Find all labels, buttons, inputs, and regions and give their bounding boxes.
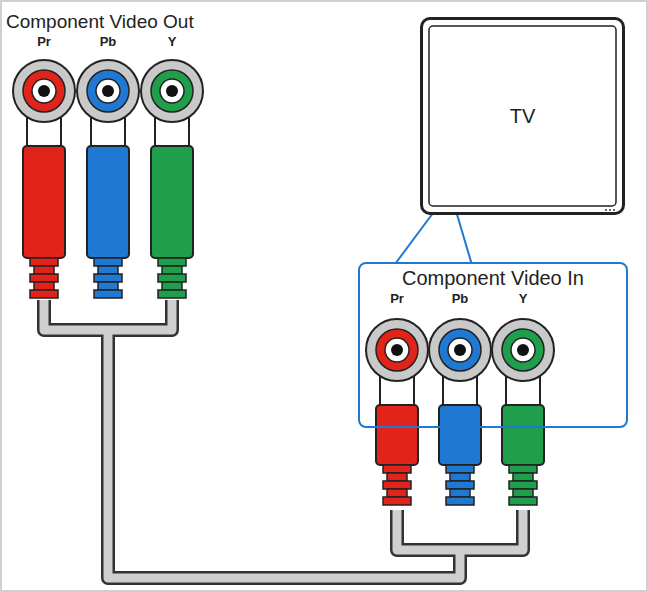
tv-indicator xyxy=(613,209,615,211)
rca-jack xyxy=(13,60,75,122)
cable-outline xyxy=(397,510,523,550)
node-label: Component Video In xyxy=(402,267,584,290)
tv-screen xyxy=(429,26,616,206)
signal-name: Pr xyxy=(37,35,51,49)
rca-jack xyxy=(492,319,554,381)
signal-name: Pb xyxy=(452,292,469,306)
rca-plug xyxy=(439,377,481,505)
rca-jack xyxy=(141,60,203,122)
rca-plug xyxy=(376,377,418,505)
rca-plug xyxy=(87,118,129,298)
signal-name: Pr xyxy=(390,292,404,306)
tv-box: TV xyxy=(420,17,625,215)
rca-jack xyxy=(429,319,491,381)
cable-outline xyxy=(44,300,172,330)
node-label: TV xyxy=(510,105,536,128)
tv-indicator xyxy=(609,209,611,211)
signal-name: Pb xyxy=(100,35,117,49)
rca-jack xyxy=(366,319,428,381)
tv-indicator xyxy=(605,209,607,211)
cable-outline xyxy=(108,330,460,578)
callout-connector xyxy=(396,214,472,263)
component-input-panel: Component Video In xyxy=(358,262,628,428)
rca-plug xyxy=(502,377,544,505)
signal-name: Y xyxy=(168,35,177,49)
rca-jack xyxy=(77,60,139,122)
cable xyxy=(44,300,172,330)
signal-name: Y xyxy=(519,292,528,306)
cable xyxy=(108,330,460,578)
rca-plug xyxy=(23,118,65,298)
port-group-title: Component Video Out xyxy=(6,12,194,33)
rca-plug xyxy=(151,118,193,298)
cable xyxy=(397,510,523,550)
